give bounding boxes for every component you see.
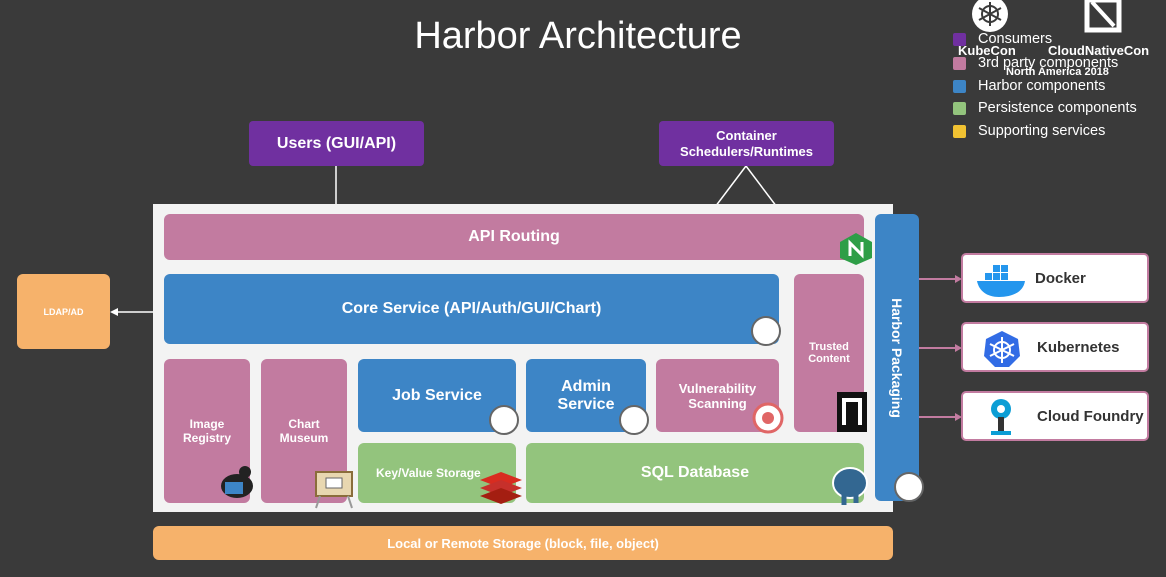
kubecon-logo: KubeCon	[958, 0, 1034, 60]
legend-swatch	[953, 125, 966, 138]
nginx-logo-icon	[840, 233, 872, 265]
legend-label: Consumers	[978, 31, 1053, 47]
kubecon-text: KubeCon	[958, 43, 1016, 58]
clair-logo-icon	[752, 402, 784, 434]
docker-target: Docker	[961, 253, 1149, 303]
harbor-lighthouse-icon	[894, 472, 924, 502]
legend-label: Harbor components	[978, 78, 1106, 94]
docker-label: Docker	[1035, 270, 1086, 287]
notary-logo-icon	[837, 392, 867, 432]
harbor-lighthouse-icon	[489, 405, 519, 435]
kubecon-wheel-icon	[972, 0, 1008, 32]
postgresql-logo-icon	[832, 467, 868, 505]
legend-swatch	[953, 33, 966, 46]
legend-label: Supporting services	[978, 123, 1106, 139]
docker-whale-icon	[977, 265, 1025, 297]
legend-swatch	[953, 57, 966, 70]
cloudnativecon-logo: CloudNativeCon North America 2018	[1006, 0, 1166, 78]
harbor-packaging-box: Harbor Packaging	[875, 214, 919, 501]
schedulers-consumer-box: Container Schedulers/Runtimes	[659, 121, 834, 166]
core-service-box: Core Service (API/Auth/GUI/Chart)	[164, 274, 779, 344]
event-text: North America 2018	[1006, 66, 1109, 78]
kubernetes-target: Kubernetes	[961, 322, 1149, 372]
legend-swatch	[953, 102, 966, 115]
local-remote-storage-box: Local or Remote Storage (block, file, ob…	[153, 526, 893, 560]
harbor-packaging-label: Harbor Packaging	[889, 297, 906, 418]
key-value-storage-box: Key/Value Storage	[358, 443, 516, 503]
cloud-foundry-label: Cloud Foundry	[1037, 408, 1144, 425]
legend-label: Persistence components	[978, 100, 1137, 116]
ldap-ad-box: LDAP/AD	[17, 274, 110, 349]
sql-database-box: SQL Database	[526, 443, 864, 503]
cloud-foundry-target: Cloud Foundry	[961, 391, 1149, 441]
harbor-lighthouse-icon	[619, 405, 649, 435]
cloudnativecon-mark-icon	[1084, 0, 1122, 33]
docker-registry-icon	[221, 466, 253, 498]
legend-label: 3rd party components	[978, 55, 1119, 71]
cloud-foundry-icon	[991, 399, 1011, 435]
kubernetes-wheel-icon	[984, 331, 1020, 367]
users-consumer-box: Users (GUI/API)	[249, 121, 424, 166]
redis-logo-icon	[480, 472, 522, 504]
diagram-title: Harbor Architecture	[414, 15, 742, 57]
chart-museum-icon	[315, 471, 353, 509]
api-routing-box: API Routing	[164, 214, 864, 260]
cloudnativecon-text: CloudNativeCon	[1048, 43, 1150, 58]
harbor-lighthouse-icon	[751, 316, 781, 346]
legend-swatch	[953, 80, 966, 93]
kubernetes-label: Kubernetes	[1037, 339, 1120, 356]
